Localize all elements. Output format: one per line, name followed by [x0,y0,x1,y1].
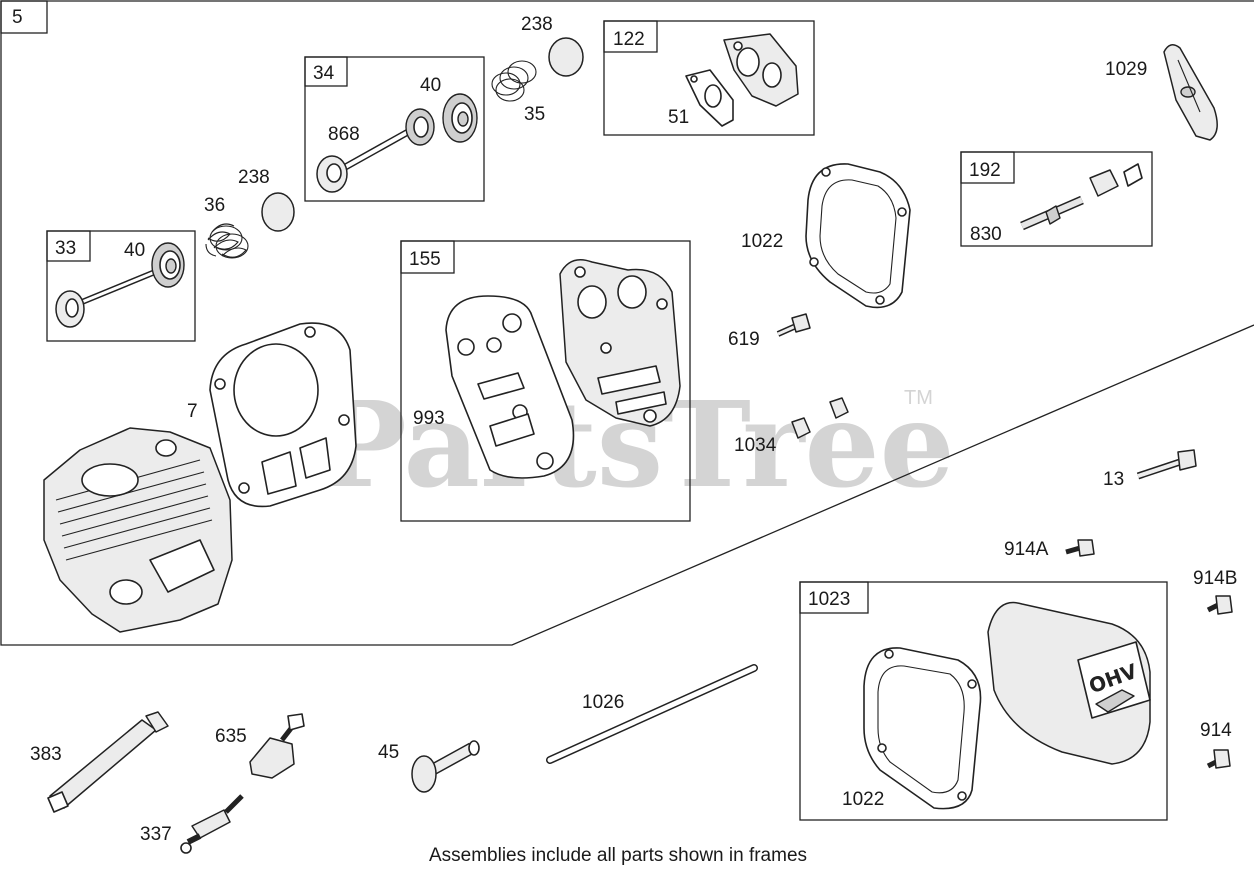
spark-plug-wrench-icon [47,711,169,813]
callout-914a: 914A [1004,539,1049,560]
callout-1026: 1026 [582,692,624,713]
callout-35: 35 [524,104,545,125]
callout-7: 7 [187,401,198,422]
frame-155-part-993-label: 993 [413,408,445,429]
cylinder-head-icon [43,427,233,633]
group-label-box [0,0,48,34]
tappet-icon [411,740,480,793]
callout-1029: 1029 [1105,59,1147,80]
valve-rotator-icon [442,93,478,143]
callout-914b: 914B [1193,568,1237,589]
group-outline [0,0,1254,646]
frame-34[interactable]: 34 868 40 [304,56,485,202]
callout-619: 619 [728,329,760,350]
footer-caption: Assemblies include all parts shown in fr… [429,845,807,866]
frame-122-label: 122 [613,29,645,50]
frame-1023[interactable]: 1023 OHV 1022 [799,581,1168,821]
valve-cap-icon [548,37,584,77]
exhaust-valve-icon [55,269,157,328]
valve-cover-icon: OHV [987,601,1151,765]
valve-spring-icon [491,60,537,102]
frame-33[interactable]: 33 40 [46,230,196,342]
callout-635: 635 [215,726,247,747]
callout-13: 13 [1103,469,1124,490]
callout-238: 238 [521,14,553,35]
frame-1023-label: 1023 [808,589,850,610]
group-label: 5 [12,7,23,28]
callout-1034: 1034 [734,435,777,456]
spark-plug-icon [180,794,244,854]
valve-spring-icon [205,223,249,259]
nut-icon [791,417,811,439]
callout-36: 36 [204,195,225,216]
callout-337: 337 [140,824,172,845]
frame-155-label: 155 [409,249,441,270]
head-gasket-icon [209,322,357,508]
bolt-icon [776,313,811,337]
frame-34-part-40-label: 40 [420,75,441,96]
cover-gasket-icon [863,647,982,810]
frame-122-part-51-label: 51 [668,107,689,128]
intake-gasket-icon [685,69,734,127]
gasket-set-icon [445,295,575,479]
frame-1023-part-1022-label: 1022 [842,789,884,810]
callout-45: 45 [378,742,399,763]
rocker-stud-icon [1020,163,1143,231]
screw-icon [1065,539,1095,557]
frame-34-part-868-label: 868 [328,124,360,145]
callout-1022: 1022 [741,231,783,252]
valve-rotator-icon [151,242,185,288]
watermark-trademark: TM [904,387,933,409]
intake-adapter-icon [723,33,799,107]
frame-122[interactable]: 122 51 [603,20,815,136]
frame-192[interactable]: 192 830 [960,151,1153,247]
frame-33-label: 33 [55,238,76,259]
rocker-arm-icon [1163,44,1218,141]
frame-192-label: 192 [969,160,1001,181]
frame-192-part-830-label: 830 [970,224,1002,245]
frame-34-label: 34 [313,63,335,84]
callout-914: 914 [1200,720,1232,741]
valve-cap-icon [261,192,295,232]
head-plate-icon [559,259,681,427]
screw-icon [1206,595,1233,615]
callout-383: 383 [30,744,62,765]
frame-33-part-40-label: 40 [124,240,145,261]
pushrod-icon [546,664,758,764]
spark-plug-adapter-icon [249,713,305,779]
callout-238: 238 [238,167,270,188]
nut-icon [829,397,849,419]
head-bolt-icon [1136,449,1197,480]
screw-icon [1206,749,1231,769]
intake-valve-icon [316,108,435,193]
frame-155[interactable]: 155 993 [400,240,691,522]
cover-gasket-icon [805,163,911,309]
